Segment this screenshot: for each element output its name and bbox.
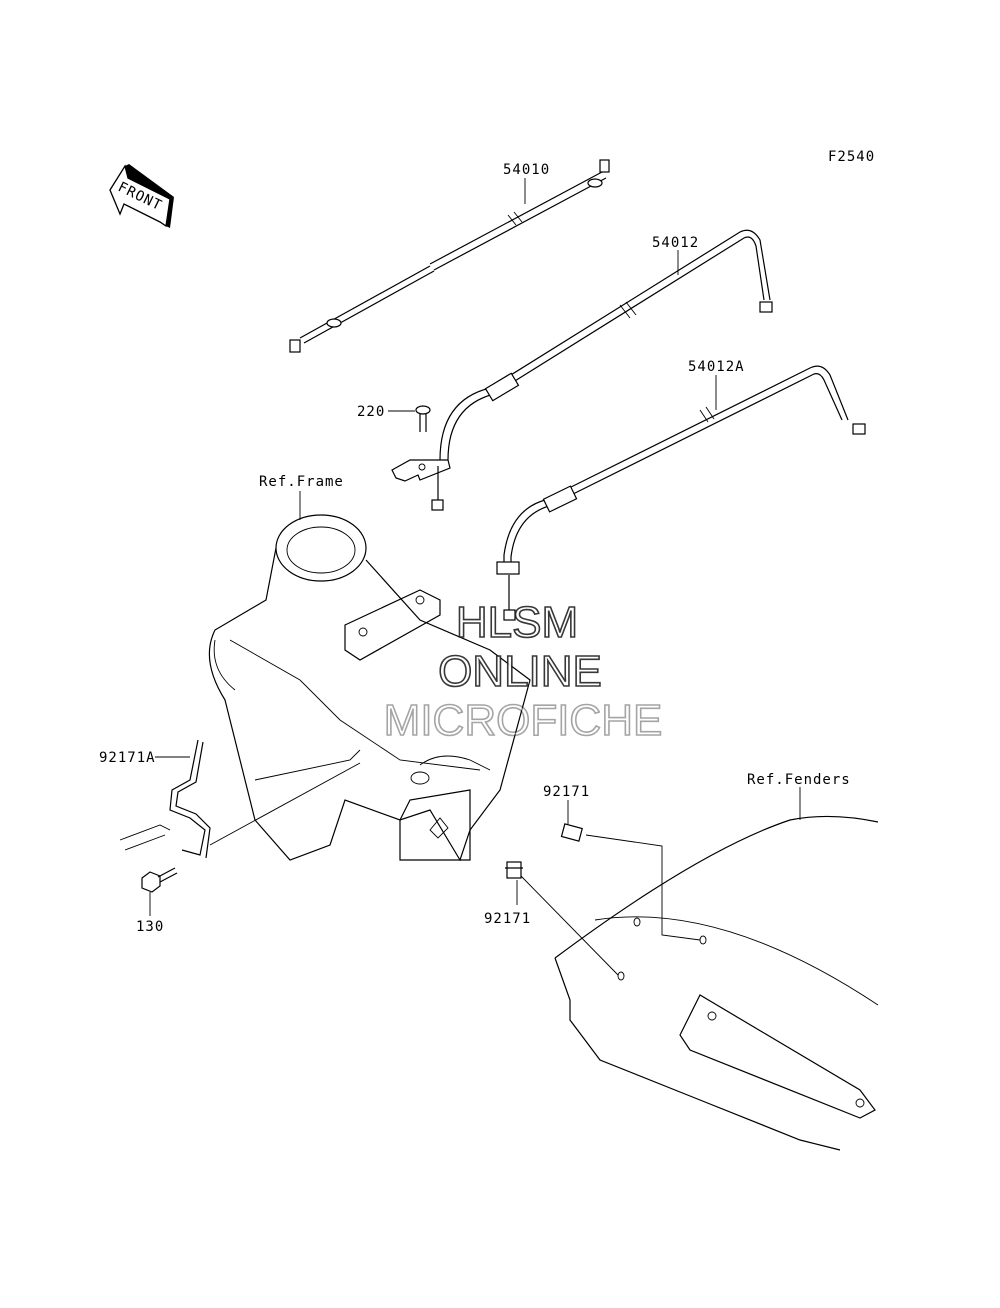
diagram-code: F2540 bbox=[828, 149, 875, 165]
front-arrow-icon: FRONT bbox=[109, 164, 174, 228]
clip-92171-bottom-icon bbox=[505, 861, 625, 981]
part-label-54010: 54010 bbox=[503, 162, 550, 178]
watermark: HLSM ONLINE MICROFICHE bbox=[383, 597, 663, 746]
part-label-130: 130 bbox=[136, 919, 164, 935]
watermark-line-3: MICROFICHE bbox=[384, 696, 663, 745]
cable-54010 bbox=[289, 159, 610, 353]
bolt-130-icon bbox=[141, 867, 178, 893]
part-label-92171A: 92171A bbox=[99, 750, 156, 766]
part-label-54012A: 54012A bbox=[688, 359, 745, 375]
fender-ref-drawing bbox=[554, 815, 879, 1151]
clip-92171-top-icon bbox=[560, 823, 707, 945]
ref-frame-label: Ref.Frame bbox=[259, 474, 344, 490]
cable-54012A bbox=[496, 365, 866, 621]
frame-ref-drawing bbox=[208, 514, 531, 862]
part-label-220: 220 bbox=[357, 404, 385, 420]
part-label-92171-top: 92171 bbox=[543, 784, 590, 800]
part-label-54012: 54012 bbox=[652, 235, 699, 251]
part-label-92171-bottom: 92171 bbox=[484, 911, 531, 927]
clamp-92171A-icon bbox=[119, 739, 361, 859]
bolt-220-icon bbox=[415, 405, 431, 432]
watermark-line-1: HLSM bbox=[456, 598, 578, 647]
watermark-line-2: ONLINE bbox=[438, 647, 602, 696]
ref-fenders-label: Ref.Fenders bbox=[747, 772, 851, 788]
cable-54012 bbox=[391, 229, 773, 511]
